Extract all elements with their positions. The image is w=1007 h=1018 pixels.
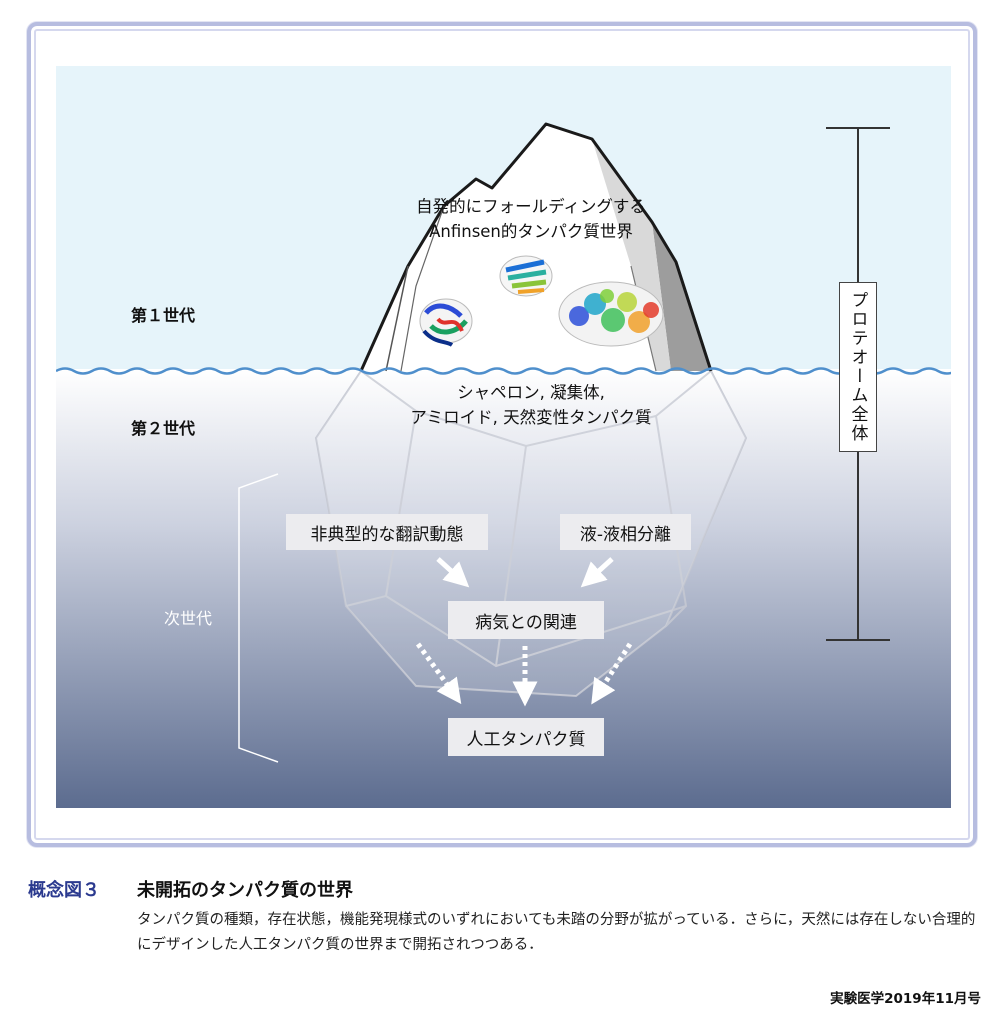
- caption-number: 概念図３: [28, 880, 100, 901]
- label-middle: シャペロン, 凝集体, アミロイド, 天然変性タンパク質: [356, 380, 706, 430]
- box-disease: 病気との関連: [448, 601, 604, 639]
- credit: 実験医学2019年11月号: [830, 991, 981, 1007]
- label-gen2: 第２世代: [131, 419, 196, 438]
- next-gen-bracket: [238, 473, 279, 763]
- protein-structure-icon: [419, 255, 664, 347]
- box-llps: 液-液相分離: [560, 514, 691, 550]
- water-surface-wave: [56, 367, 951, 375]
- iceberg-scene: 第１世代 第２世代 次世代 自発的にフォールディングする Anfinsen的タン…: [56, 66, 951, 808]
- box-artificial-protein: 人工タンパク質: [448, 718, 604, 756]
- proteome-label: プロテオーム全体: [839, 282, 877, 452]
- tip-line1: 自発的にフォールディングする: [416, 197, 646, 216]
- iceberg-underwater-fill: [316, 371, 746, 696]
- label-next-gen: 次世代: [164, 609, 213, 628]
- iceberg-illustration: [56, 66, 951, 808]
- arrow-llps-to-disease: [580, 557, 614, 588]
- caption-body: タンパク質の種類，存在状態，機能発現様式のいずれにおいても未踏の分野が拡がってい…: [137, 912, 976, 953]
- mid-line1: シャペロン, 凝集体,: [457, 383, 605, 402]
- label-gen1: 第１世代: [131, 306, 196, 325]
- caption-title: 未開拓のタンパク質の世界: [137, 880, 353, 901]
- label-tip: 自発的にフォールディングする Anfinsen的タンパク質世界: [356, 194, 706, 244]
- box-atypical-translation: 非典型的な翻訳動態: [286, 514, 488, 550]
- iceberg-underwater: [314, 370, 748, 698]
- mid-line2: アミロイド, 天然変性タンパク質: [410, 408, 652, 427]
- arrow-atypical-to-disease: [436, 557, 470, 588]
- dotted-arrows: [415, 642, 633, 707]
- tip-line2: Anfinsen的タンパク質世界: [429, 222, 633, 241]
